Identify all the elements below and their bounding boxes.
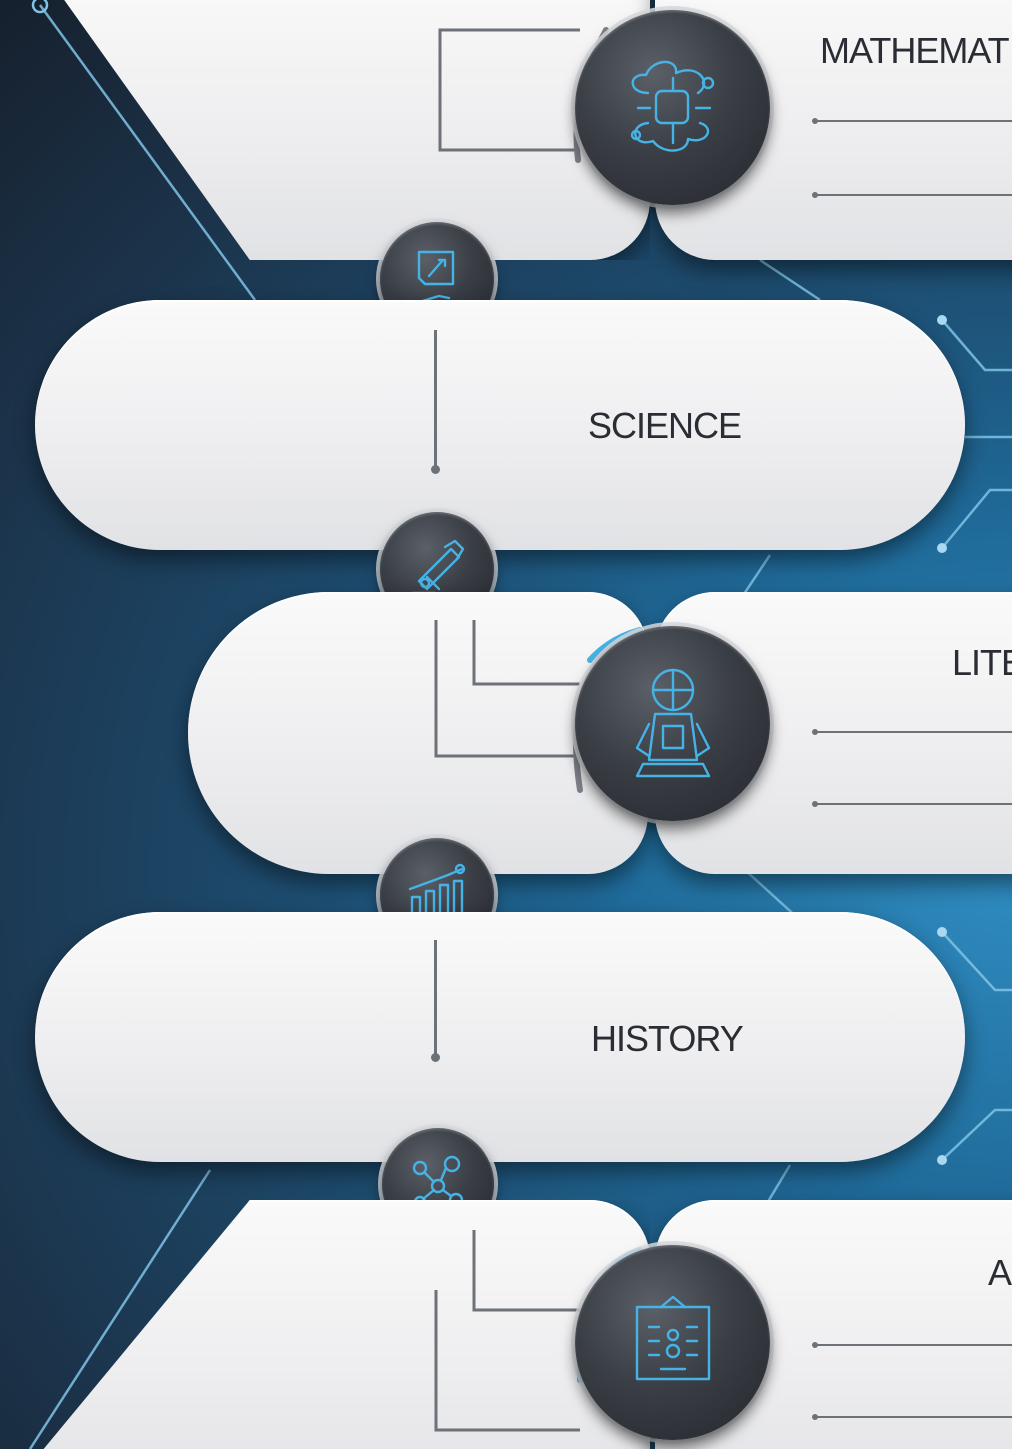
arts-detail-line-2 — [812, 1414, 1012, 1420]
history-connector-line — [434, 940, 437, 1058]
screen-panel-icon — [635, 1295, 710, 1380]
arts-label: A — [988, 1252, 1012, 1293]
arts-node[interactable] — [575, 1245, 770, 1440]
science-label: SCIENCE — [588, 405, 742, 446]
arts-detail-line-1 — [812, 1342, 1012, 1348]
literature-band-left — [188, 592, 648, 874]
literature-label: LITE — [952, 642, 1012, 683]
circuit-chip-icon — [630, 60, 714, 152]
science-connector-dot — [431, 465, 440, 474]
literature-detail-line-2 — [812, 801, 1012, 807]
science-connector-line — [434, 330, 437, 470]
mathematics-detail-line-2 — [812, 192, 1012, 198]
mathematics-detail-line-1 — [812, 118, 1012, 124]
science-band[interactable] — [35, 300, 965, 550]
history-connector-dot — [431, 1053, 440, 1062]
mathematics-label: MATHEMAT — [820, 30, 1010, 71]
robot-astronaut-icon — [635, 668, 710, 777]
mathematics-node[interactable] — [575, 10, 770, 205]
literature-detail-line-1 — [812, 729, 1012, 735]
history-label: HISTORY — [591, 1018, 744, 1059]
literature-node[interactable] — [575, 626, 770, 821]
history-band[interactable] — [35, 912, 965, 1162]
